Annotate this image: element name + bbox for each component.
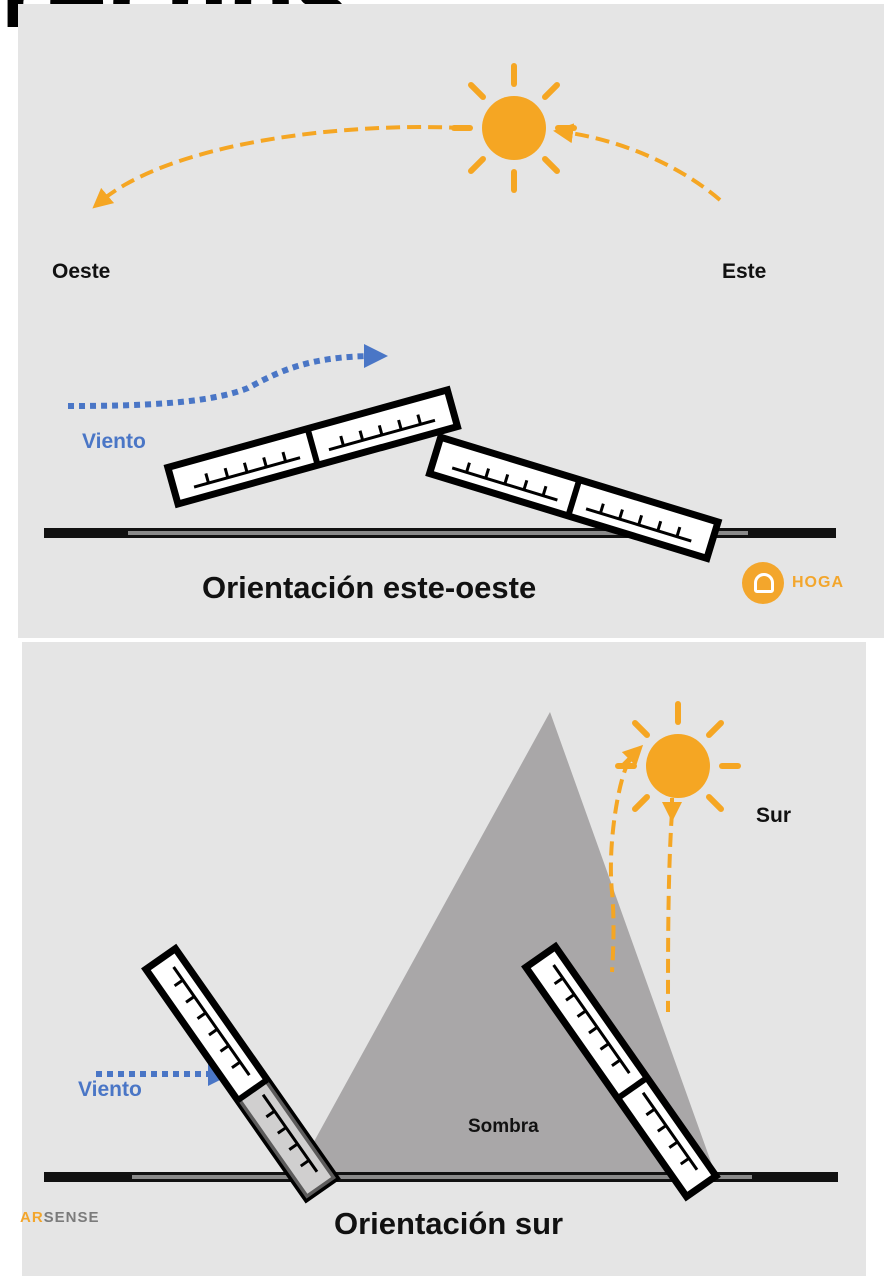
east-west-caption: Orientación este-oeste: [202, 570, 537, 605]
solar-panel-right: [425, 432, 723, 563]
home-logo-icon: [742, 562, 784, 604]
sun-path-arrow: [92, 125, 464, 209]
east-label: Este: [722, 260, 767, 283]
east-west-diagram-panel: Oeste Este Viento Orientación este-oeste: [18, 4, 884, 638]
brand-prefix: AR: [20, 1209, 44, 1226]
wind-label-south: Viento: [78, 1078, 142, 1101]
sun-path-from-east: [553, 123, 722, 202]
sun-ray-down-right: [666, 811, 674, 1013]
south-label: Sur: [756, 804, 792, 827]
sun-icon: [451, 63, 577, 193]
brand-logo-bottom: ARSENSE: [20, 1209, 100, 1226]
brand-suffix: SENSE: [43, 1209, 100, 1226]
solar-panel-right-south: [521, 941, 721, 1202]
south-caption: Orientación sur: [334, 1206, 564, 1241]
west-label: Oeste: [52, 260, 111, 283]
south-diagram-panel: Sur Viento Sombra Orientación sur: [22, 642, 866, 1276]
brand-logo-top: HOGA: [742, 562, 844, 604]
south-diagram: [44, 701, 838, 1204]
east-west-diagram: [44, 63, 836, 563]
shadow-label: Sombra: [468, 1116, 539, 1137]
sun-icon-south: [615, 701, 741, 812]
wind-arrow: [67, 344, 388, 409]
sun-ray-down-left: [608, 758, 632, 973]
wind-label: Viento: [82, 430, 146, 453]
brand-word: HOGA: [792, 574, 844, 591]
solar-panel-left: [163, 385, 462, 509]
solar-panel-left-south: [141, 943, 341, 1204]
